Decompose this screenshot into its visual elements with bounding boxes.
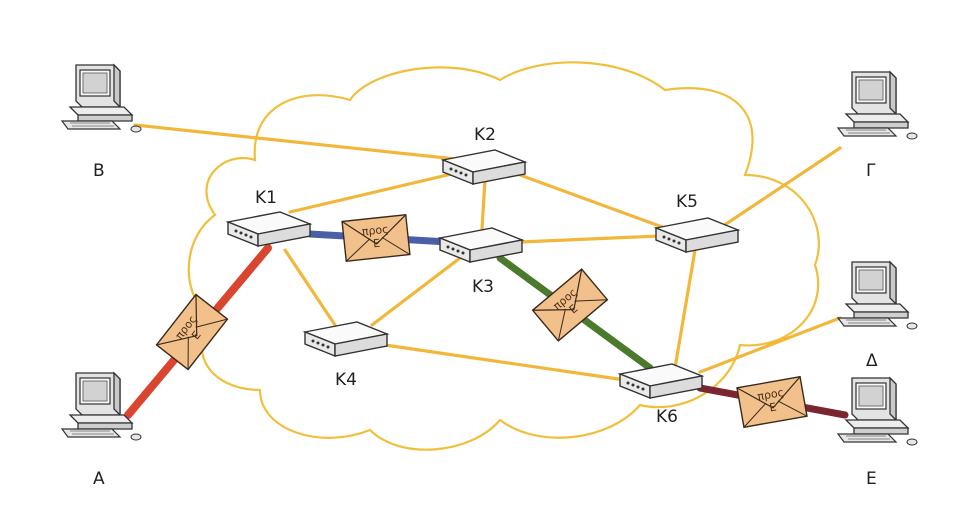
network-cloud — [187, 61, 820, 451]
computer-b: B — [61, 64, 142, 181]
router-label: K3 — [472, 277, 494, 297]
envelope-k1-k3: προς E — [341, 214, 411, 262]
router-k1: K1 — [227, 188, 311, 247]
envelope-text: προς — [756, 386, 785, 403]
router-k3: K3 — [439, 227, 523, 297]
link-k5-g — [718, 146, 842, 230]
envelope-text: E — [768, 400, 777, 414]
link-k3-k4 — [370, 256, 462, 327]
computer-label: Γ — [866, 161, 876, 181]
computer-label: A — [93, 469, 105, 489]
link-k5-k6 — [673, 248, 697, 370]
router-k5: K5 — [655, 192, 739, 253]
link-k2-k5 — [518, 173, 667, 230]
link-k1-k2 — [288, 170, 462, 214]
router-label: K1 — [255, 188, 277, 208]
envelope-k6-e: προς E — [736, 376, 808, 428]
link-k3-k5 — [518, 234, 662, 244]
envelope-text: E — [372, 237, 380, 251]
router-k4: K4 — [304, 321, 388, 390]
link-b-k2 — [133, 123, 467, 162]
router-label: K6 — [656, 407, 678, 427]
computer-label: Δ — [866, 351, 878, 371]
router-label: K5 — [676, 192, 698, 212]
computer-a: A — [61, 372, 142, 489]
link-k2-k3 — [480, 178, 487, 230]
envelope-text: προς — [361, 223, 389, 239]
link-k1-k4 — [283, 248, 337, 327]
link-k6-d — [698, 316, 842, 374]
computer-label: B — [93, 161, 105, 181]
computer-e: E — [837, 377, 918, 489]
router-label: K4 — [335, 370, 357, 390]
network-links — [133, 123, 842, 382]
link-k4-k6 — [383, 343, 627, 382]
router-k6: K6 — [619, 363, 703, 427]
router-label: K2 — [474, 125, 496, 145]
envelope-k3-k6: προς E — [531, 268, 609, 342]
computer-label: E — [866, 469, 877, 489]
router-k2: K2 — [442, 125, 526, 185]
computer-d: Δ — [837, 261, 918, 371]
envelope-a-k1: προς E — [155, 293, 229, 371]
computer-g: Γ — [837, 71, 918, 181]
